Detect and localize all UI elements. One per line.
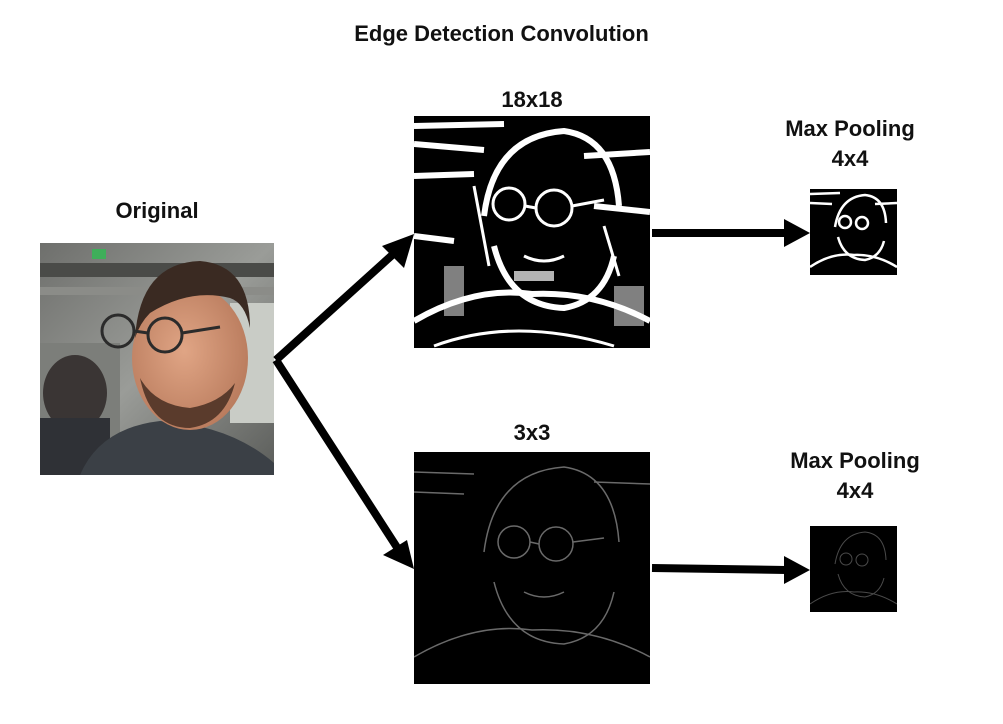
max-pooling-bottom-image (810, 526, 897, 612)
max-pooling-top-label-line2: 4x4 (831, 146, 869, 171)
edge-map-3x3-image (414, 452, 650, 684)
original-label: Original (115, 198, 199, 223)
edge-map-18x18-image (414, 116, 650, 348)
arrow-3x3-to-max-pooling (651, 556, 810, 584)
max-pooling-top-image (810, 189, 897, 275)
max-pooling-bottom-label: Max Pooling 4x4 (765, 446, 945, 506)
max-pooling-bottom-label-line2: 4x4 (836, 478, 874, 503)
kernel-3x3-label: 3x3 (513, 420, 551, 445)
max-pooling-top-label-line1: Max Pooling (785, 116, 915, 141)
original-photo (40, 243, 274, 475)
max-pooling-bottom-label-line1: Max Pooling (790, 448, 920, 473)
arrow-original-to-3x3 (272, 357, 414, 569)
kernel-18x18-label: 18x18 (501, 87, 563, 112)
arrow-18x18-to-max-pooling (652, 219, 810, 247)
max-pooling-top-label: Max Pooling 4x4 (760, 114, 940, 174)
arrow-original-to-18x18 (273, 234, 414, 363)
diagram-title: Edge Detection Convolution (354, 21, 649, 46)
